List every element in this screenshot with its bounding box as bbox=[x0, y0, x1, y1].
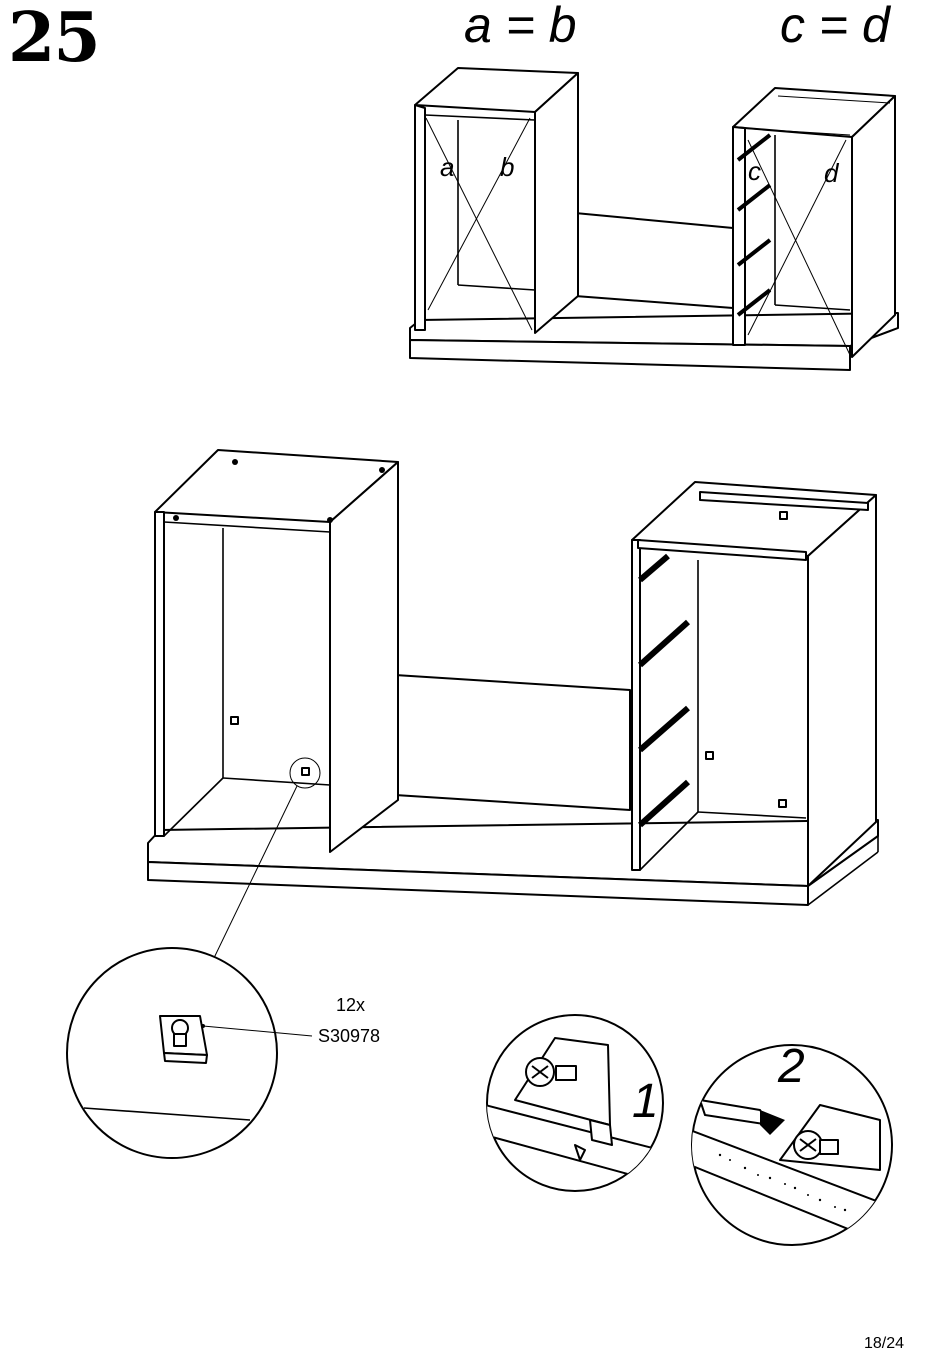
substep-1-detail: 1 bbox=[485, 1015, 668, 1191]
page-number: 18/24 bbox=[864, 1335, 904, 1353]
diagonal-b bbox=[428, 118, 530, 310]
top-base-front bbox=[410, 340, 850, 370]
main-cabinet-view bbox=[148, 450, 878, 960]
diagonal-label-d: d bbox=[824, 158, 840, 188]
top-left-box-left-side bbox=[415, 105, 425, 330]
part-quantity: 12x bbox=[336, 995, 365, 1015]
diagonal-a bbox=[426, 118, 532, 330]
part-code: S30978 bbox=[318, 1026, 380, 1046]
diagonal-label-c: c bbox=[748, 156, 761, 186]
part-detail-callout: 12x S30978 bbox=[67, 948, 380, 1158]
substep-2-label: 2 bbox=[777, 1040, 805, 1093]
main-left-cabinet-right-side bbox=[330, 462, 398, 852]
main-right-cabinet-right-side bbox=[808, 495, 876, 886]
top-cabinet-view: a b c d bbox=[410, 68, 898, 370]
diagonal-label-b: b bbox=[500, 152, 514, 182]
corner-connector-icon bbox=[160, 1016, 207, 1063]
main-middle-back-panel bbox=[395, 675, 630, 810]
main-right-cabinet-left-side bbox=[632, 540, 640, 870]
top-right-box-right-side bbox=[852, 96, 895, 357]
top-left-box-right-side bbox=[535, 73, 578, 333]
substep-2-detail: 2 bbox=[690, 1040, 900, 1250]
top-middle-back-panel bbox=[575, 213, 733, 308]
main-left-cabinet-left-side bbox=[155, 512, 164, 836]
diagonal-label-a: a bbox=[440, 152, 454, 182]
substep-1-label: 1 bbox=[632, 1075, 659, 1128]
